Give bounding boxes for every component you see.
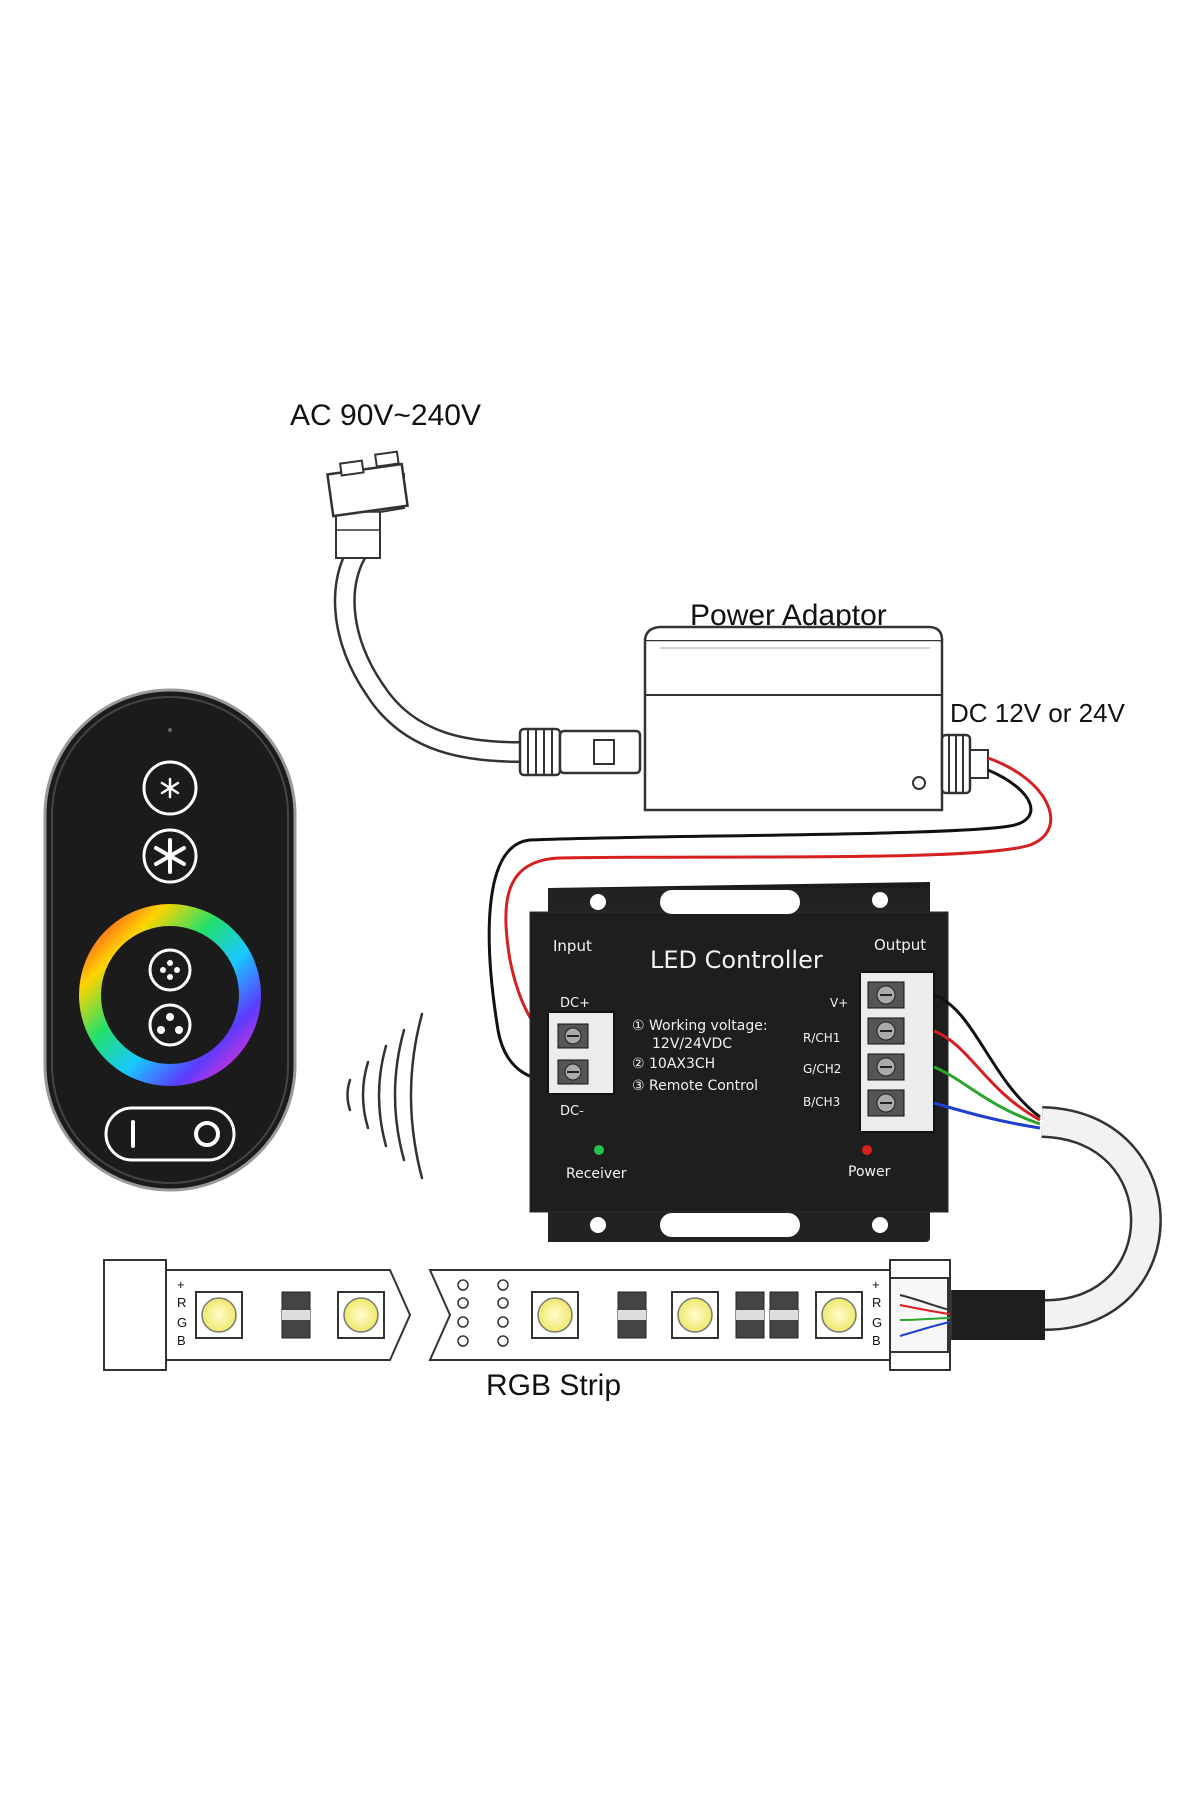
dc-wires bbox=[487, 756, 1053, 1084]
power-adaptor bbox=[518, 625, 989, 812]
ac-plug bbox=[326, 450, 531, 763]
strip-pin-left-g: G bbox=[177, 1315, 187, 1330]
spec-line-1: ① Working voltage: bbox=[632, 1018, 768, 1034]
led-controller: LED Controller Input Output DC+ DC- ① Wo… bbox=[529, 882, 949, 1242]
power-toggle-icon[interactable] bbox=[104, 1106, 236, 1162]
led-chip bbox=[337, 1291, 385, 1339]
receiver-label: Receiver bbox=[566, 1166, 627, 1182]
led-chip bbox=[195, 1291, 243, 1339]
rgb-strip: + R G B + R G B bbox=[103, 1259, 951, 1371]
brightness-low-icon[interactable] bbox=[142, 760, 198, 816]
mode-slow-icon[interactable] bbox=[148, 948, 192, 992]
strip-pin-right-plus: + bbox=[872, 1277, 880, 1292]
dc-minus-label: DC- bbox=[560, 1104, 584, 1119]
spec-line-4: ③ Remote Control bbox=[632, 1078, 758, 1094]
strip-pin-left-plus: + bbox=[177, 1277, 185, 1292]
led-chip bbox=[815, 1291, 863, 1339]
brightness-high-icon[interactable] bbox=[142, 828, 198, 884]
power-led bbox=[862, 1145, 872, 1155]
output-g-label: G/CH2 bbox=[803, 1062, 841, 1076]
receiver-led bbox=[594, 1145, 604, 1155]
spec-line-2: 12V/24VDC bbox=[652, 1036, 732, 1052]
controller-output-label: Output bbox=[874, 936, 926, 954]
strip-pin-right-g: G bbox=[872, 1315, 882, 1330]
strip-solder-pads bbox=[457, 1279, 509, 1347]
output-b-label: B/CH3 bbox=[803, 1095, 840, 1109]
input-terminal-block bbox=[547, 1011, 615, 1095]
strip-cable bbox=[940, 1106, 1162, 1340]
strip-pin-left-r: R bbox=[177, 1295, 186, 1310]
wireless-signal-icon bbox=[346, 1012, 424, 1180]
strip-pin-left-b: B bbox=[177, 1333, 186, 1348]
output-vplus-label: V+ bbox=[830, 996, 848, 1010]
color-wheel[interactable] bbox=[79, 904, 261, 1086]
dc-plus-label: DC+ bbox=[560, 996, 590, 1011]
spec-line-3: ② 10AX3CH bbox=[632, 1056, 715, 1072]
output-r-label: R/CH1 bbox=[803, 1031, 840, 1045]
controller-input-label: Input bbox=[553, 937, 592, 955]
output-wires bbox=[933, 993, 1041, 1130]
ac-input-label: AC 90V~240V bbox=[290, 399, 481, 432]
led-chip bbox=[531, 1291, 579, 1339]
output-terminal-block bbox=[859, 971, 935, 1133]
led-chip bbox=[671, 1291, 719, 1339]
controller-title: LED Controller bbox=[650, 946, 823, 974]
dc-output-label: DC 12V or 24V bbox=[950, 698, 1126, 728]
mode-fast-icon[interactable] bbox=[148, 1003, 192, 1047]
rgb-strip-label: RGB Strip bbox=[486, 1369, 621, 1402]
power-label: Power bbox=[848, 1164, 891, 1180]
strip-connector bbox=[889, 1277, 951, 1353]
strip-pin-right-b: B bbox=[872, 1333, 881, 1348]
strip-pin-right-r: R bbox=[872, 1295, 881, 1310]
remote-control bbox=[43, 688, 297, 1192]
